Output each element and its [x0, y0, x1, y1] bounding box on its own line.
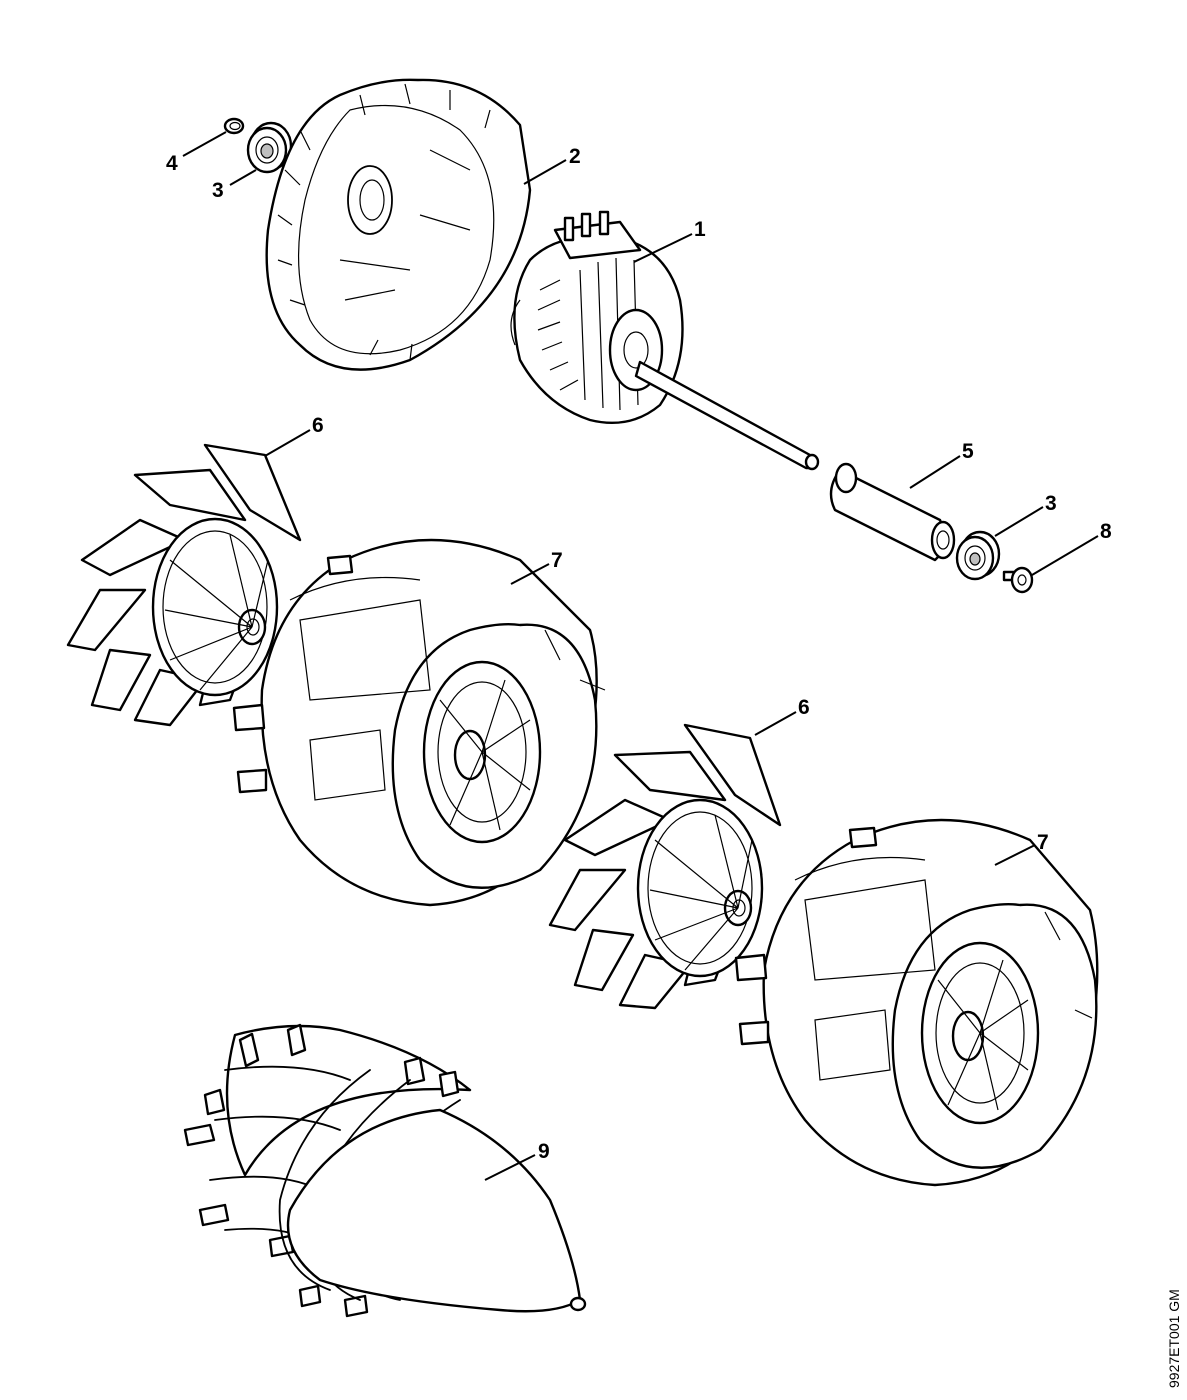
part-4-retaining-ring — [223, 117, 245, 135]
callout-4: 4 — [166, 152, 178, 175]
callout-7-upper: 7 — [551, 549, 563, 572]
leader-2 — [523, 159, 567, 185]
part-9-nose-cone — [183, 1023, 587, 1318]
part-6-impeller-lower — [548, 723, 782, 1010]
part-6-impeller-upper — [66, 443, 302, 727]
callout-8: 8 — [1100, 520, 1112, 543]
part-5-sleeve — [829, 462, 956, 562]
leader-5 — [909, 455, 961, 489]
leader-9 — [484, 1154, 536, 1181]
drawing-code: 9927ET001 GM — [1166, 1289, 1182, 1388]
callout-3-upper: 3 — [212, 179, 224, 202]
callout-7-lower: 7 — [1037, 831, 1049, 854]
callout-2: 2 — [569, 145, 581, 168]
part-3-bearing-upper — [246, 121, 293, 174]
part-7-drum-lower — [734, 818, 1099, 1187]
leader-6-lower — [754, 711, 797, 736]
leader-3-upper — [229, 169, 257, 186]
leader-6-upper — [264, 429, 311, 457]
callout-6-upper: 6 — [312, 414, 324, 437]
leader-1 — [633, 233, 693, 263]
leader-lines — [182, 131, 1099, 1181]
leader-3-lower — [994, 506, 1044, 537]
part-7-drum-upper — [232, 538, 606, 907]
callout-1: 1 — [694, 218, 706, 241]
callout-labels: 1 2 3 4 5 3 8 6 7 6 7 9 — [166, 145, 1112, 1163]
part-1-motor-assembly — [510, 210, 820, 471]
drawing-code-label: 9927ET001 GM — [1166, 1289, 1182, 1388]
part-2-housing-shell — [265, 78, 532, 371]
part-3-bearing-lower — [955, 530, 1001, 581]
leader-4 — [182, 131, 227, 157]
part-8-screw — [1002, 566, 1034, 594]
callout-3-lower: 3 — [1045, 492, 1057, 515]
callout-6-lower: 6 — [798, 696, 810, 719]
callout-9: 9 — [538, 1140, 550, 1163]
leader-7-lower — [994, 844, 1036, 866]
leader-8 — [1031, 535, 1099, 576]
leader-7-upper — [510, 563, 550, 585]
callout-5: 5 — [962, 440, 974, 463]
